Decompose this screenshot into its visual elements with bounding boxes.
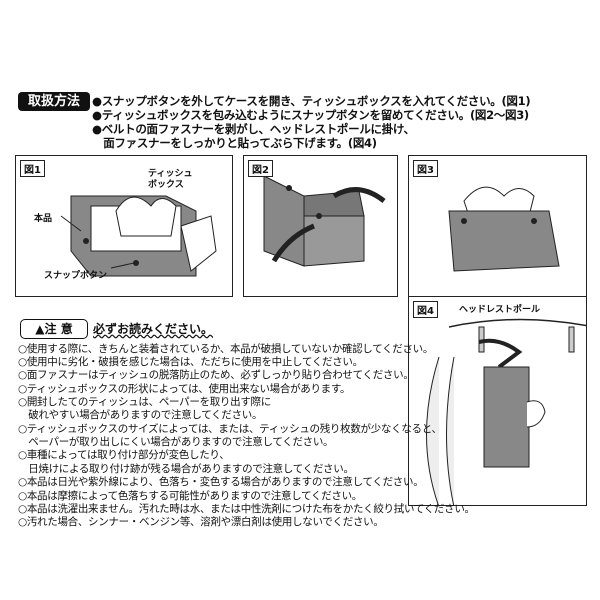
instruction-line: 面ファスナーをしっかりと貼ってぶら下げます。(図4): [92, 136, 377, 150]
instruction-line: ●スナップボタンを外してケースを開き、ティッシュボックスを入れてください。(図1…: [92, 94, 531, 108]
caution-line: ○汚れた場合、シンナー・ベンジン等、溶剤や漂白剤は使用しないでください。: [18, 516, 384, 528]
caution-line: ○本品は摩擦によって色落ちする可能性がありますので注意してください。: [18, 490, 362, 502]
usage-heading: 取扱方法: [18, 92, 90, 111]
figure-1: 図1 ティッシュ ボックス 本品 スナップボタン: [15, 155, 233, 297]
caution-line: ○面ファスナーはティッシュの脱落防止のため、必ずしっかり貼り合わせてください。: [18, 369, 414, 381]
caution-line: ○ティッシュボックスの形状によっては、使用出来ない場合があります。: [18, 383, 351, 395]
product-label: 本品: [34, 214, 53, 224]
caution-line: ○本品は洗濯出来ません。汚れた時は水、または中性洗剤につけた布をかたく絞り拭いて…: [18, 503, 475, 515]
wrapping-case-illustration: [263, 175, 386, 267]
figure-label: 図1: [20, 160, 45, 177]
caution-line: ○使用中に劣化・破損を感じた場合は、ただちに使用を中止してください。: [18, 356, 363, 368]
figure-label: 図4: [413, 301, 438, 318]
instruction-line: ●ティッシュボックスを包み込むようにスナップボタンを留めてください。(図2～図3…: [92, 108, 529, 122]
headrest-mounting-illustration: [426, 318, 586, 505]
caution-line: 破れやすい場合がありますので注意してください。: [18, 409, 263, 421]
caution-badge: ▲注 意: [20, 319, 88, 339]
tissue-box-label: ボックス: [148, 180, 184, 190]
figure-label: 図3: [413, 160, 438, 177]
caution-line: ○使用する際に、きちんと装着されているか、本品が破損していないか確認してください…: [18, 343, 434, 355]
snap-button-label: スナップボタン: [44, 271, 108, 281]
tissue-box-label: ティッシュ: [148, 169, 193, 179]
figure-2: 図2: [243, 155, 398, 297]
caution-line: ○車種によっては取り付け部分が変色したり、: [18, 449, 230, 461]
tissue-case-open-illustration: [60, 195, 217, 277]
figure-label: 図2: [248, 160, 273, 177]
caution-line: ○ティッシュボックスのサイズによっては、または、ティッシュの残り枚数が少なくなる…: [18, 423, 442, 435]
must-read-heading: 必ずお読みください。: [93, 322, 214, 336]
figure-3: 図3: [408, 155, 587, 297]
closed-case-illustration: [448, 186, 560, 272]
caution-line: ○開封したてのティッシュは、ペーパーを取り出す際に: [18, 396, 271, 408]
caution-line: ○本品は日光や紫外線により、色落ち・変色する場合がありますので注意してください。: [18, 476, 424, 488]
figure-4: 図4 ヘッドレストポール: [408, 296, 587, 506]
caution-line: ペーパーが取り出しにくい場合がありますので注意してください。: [18, 436, 334, 448]
caution-line: 日焼けによる取り付け跡が残る場合がありますので注意してください。: [18, 463, 354, 475]
instruction-line: ●ベルトの面ファスナーを剥がし、ヘッドレストポールに掛け、: [92, 122, 415, 136]
headrest-pole-label: ヘッドレストポール: [459, 305, 541, 315]
